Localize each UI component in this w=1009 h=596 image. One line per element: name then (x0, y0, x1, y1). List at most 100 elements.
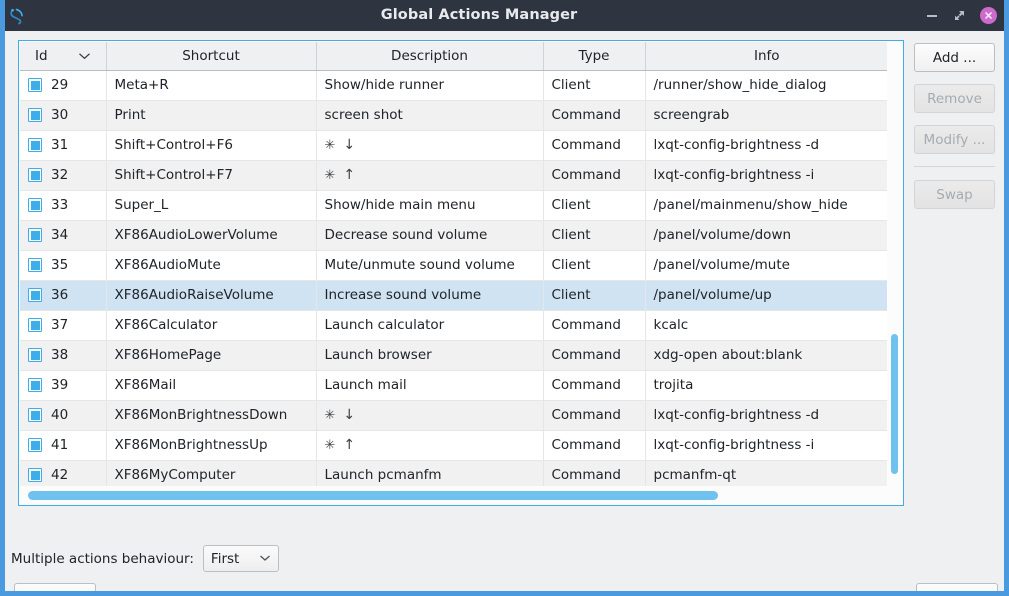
cell-shortcut: XF86MonBrightnessDown (106, 400, 317, 431)
column-header-info[interactable]: Info (645, 42, 888, 71)
modify-button[interactable]: Modify ... (914, 125, 995, 154)
row-checkbox[interactable] (28, 288, 42, 302)
cell-id-value: 32 (51, 167, 69, 183)
multiple-actions-behaviour-row: Multiple actions behaviour: First (11, 545, 279, 572)
row-checkbox[interactable] (28, 318, 42, 332)
default-button[interactable]: Default (14, 583, 96, 591)
cell-description: Launch mail (316, 370, 544, 401)
column-header-shortcut-label: Shortcut (182, 47, 240, 64)
cell-shortcut: XF86Mail (106, 370, 317, 401)
cell-id-value: 31 (51, 137, 69, 153)
column-header-id-label: Id (34, 47, 48, 64)
cell-shortcut: Meta+R (106, 70, 317, 101)
multiple-actions-behaviour-select[interactable]: First (202, 545, 279, 572)
window-title: Global Actions Manager (380, 7, 578, 23)
cell-id-value: 35 (51, 257, 69, 273)
cell-id-value: 34 (51, 227, 69, 243)
cell-type: Client (543, 280, 646, 311)
cell-info: lxqt-config-brightness -d (645, 130, 888, 161)
cell-id: 35 (20, 250, 107, 281)
cell-id: 41 (20, 430, 107, 461)
cell-id-value: 36 (51, 287, 69, 303)
close-button[interactable]: Close (916, 583, 998, 591)
horizontal-scrollbar-thumb[interactable] (28, 491, 718, 500)
row-checkbox[interactable] (28, 408, 42, 422)
cell-shortcut: XF86Calculator (106, 310, 317, 341)
row-checkbox[interactable] (28, 228, 42, 242)
row-checkbox[interactable] (28, 348, 42, 362)
cell-info: kcalc (645, 310, 888, 341)
cell-id: 38 (20, 340, 107, 371)
cell-info: /panel/volume/mute (645, 250, 888, 281)
button-separator (914, 166, 995, 167)
vertical-scrollbar-thumb[interactable] (891, 334, 898, 474)
column-header-info-label: Info (753, 47, 780, 64)
vertical-scrollbar[interactable] (887, 42, 902, 487)
row-checkbox[interactable] (28, 138, 42, 152)
row-checkbox[interactable] (28, 258, 42, 272)
cell-info: pcmanfm-qt (645, 460, 888, 487)
add-button[interactable]: Add ... (914, 43, 995, 72)
row-checkbox[interactable] (28, 378, 42, 392)
cell-id: 33 (20, 190, 107, 221)
dialog-content: Id Shortcut Description Type Info (5, 31, 999, 591)
cell-info: xdg-open about:blank (645, 340, 888, 371)
cell-info: lxqt-config-brightness -d (645, 400, 888, 431)
cell-description: ✳↑ (316, 430, 544, 461)
minimize-icon[interactable] (924, 8, 939, 23)
horizontal-scrollbar[interactable] (20, 486, 903, 504)
row-checkbox[interactable] (28, 78, 42, 92)
chevron-down-icon (259, 552, 271, 565)
column-header-description[interactable]: Description (316, 42, 544, 71)
cell-id-value: 30 (51, 107, 69, 123)
cell-type: Command (543, 100, 646, 131)
cell-description: ✳↑ (316, 160, 544, 191)
swap-button[interactable]: Swap (914, 180, 995, 209)
column-header-shortcut[interactable]: Shortcut (106, 42, 317, 71)
cell-shortcut: Shift+Control+F7 (106, 160, 317, 191)
cell-shortcut: XF86AudioRaiseVolume (106, 280, 317, 311)
cell-description: Mute/unmute sound volume (316, 250, 544, 281)
cell-type: Command (543, 370, 646, 401)
cell-id: 29 (20, 70, 107, 101)
cell-shortcut: Print (106, 100, 317, 131)
row-checkbox[interactable] (28, 168, 42, 182)
multiple-actions-behaviour-label: Multiple actions behaviour: (11, 550, 194, 567)
close-icon[interactable] (980, 7, 997, 24)
cell-info: screengrab (645, 100, 888, 131)
cell-description: ✳↓ (316, 400, 544, 431)
table-header-row: Id Shortcut Description Type Info (20, 42, 888, 71)
column-header-type[interactable]: Type (543, 42, 646, 71)
remove-button[interactable]: Remove (914, 84, 995, 113)
cell-info: /panel/mainmenu/show_hide (645, 190, 888, 221)
row-checkbox[interactable] (28, 198, 42, 212)
cell-id: 32 (20, 160, 107, 191)
cell-type: Command (543, 340, 646, 371)
row-checkbox[interactable] (28, 468, 42, 482)
maximize-icon[interactable] (952, 8, 967, 23)
cell-info: /runner/show_hide_dialog (645, 70, 888, 101)
brightness-icon: ✳ (324, 408, 336, 423)
row-checkbox[interactable] (28, 438, 42, 452)
arrow-up-icon: ↑ (343, 167, 356, 183)
row-checkbox[interactable] (28, 108, 42, 122)
column-header-id[interactable]: Id (20, 42, 107, 71)
cell-description: Launch browser (316, 340, 544, 371)
cell-description: Launch calculator (316, 310, 544, 341)
actions-table-frame: Id Shortcut Description Type Info (18, 40, 904, 506)
